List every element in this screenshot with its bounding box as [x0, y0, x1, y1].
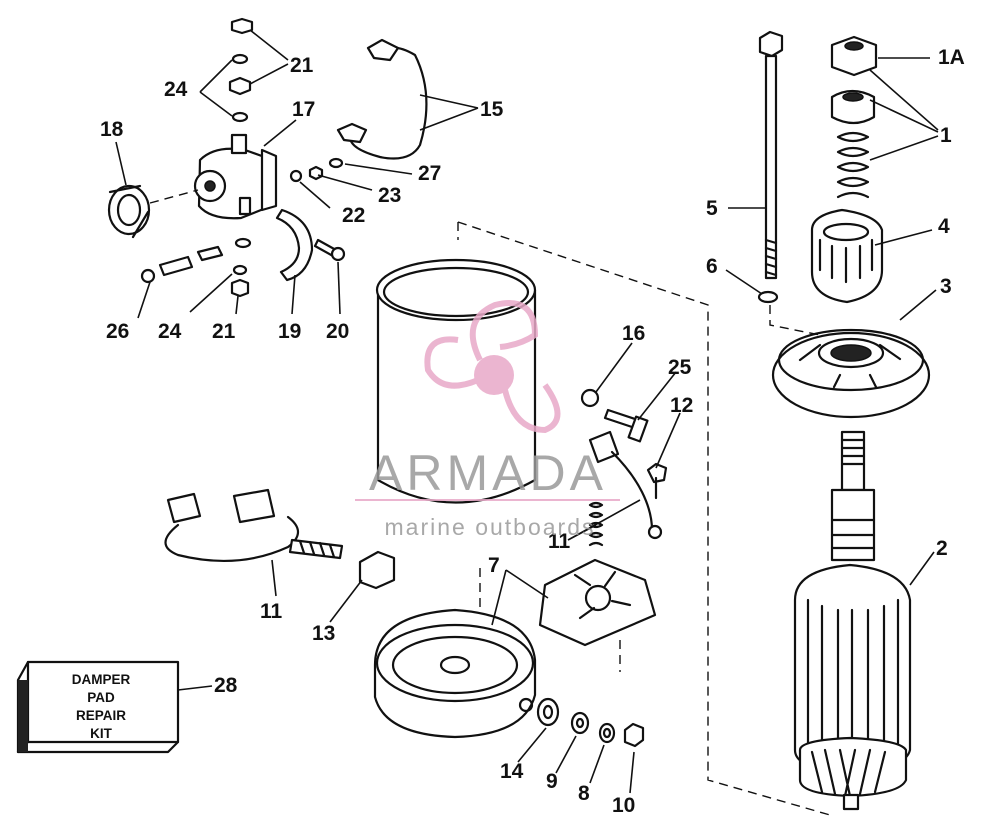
callout-9: 9: [546, 770, 558, 793]
washer-22: [289, 169, 303, 183]
callout-12: 12: [670, 394, 693, 417]
end-cap-hardware: [536, 697, 645, 748]
callout-24-top: 24: [164, 78, 188, 101]
cable-15: [348, 46, 428, 160]
callout-22: 22: [342, 204, 365, 227]
brush-lead-wire: [164, 515, 300, 562]
watermark-brand: ARMADA: [369, 445, 607, 501]
washer-24-upper: [231, 111, 249, 123]
washer-8: [598, 722, 616, 744]
ring-terminal-26: [140, 268, 156, 284]
callout-1: 1: [940, 124, 952, 147]
damper-pad-repair-kit-box: DAMPER PAD REPAIR KIT: [16, 660, 180, 754]
callout-27: 27: [418, 162, 441, 185]
callout-1A: 1A: [938, 46, 965, 69]
brush-left: [166, 492, 202, 524]
washer-6: [757, 290, 779, 304]
brush-11: [588, 430, 620, 464]
watermark-tagline: marine outboards: [385, 514, 596, 540]
commutator-end-cap: [373, 608, 537, 739]
nut-1A: [830, 35, 878, 77]
callout-21-bottom: 21: [212, 320, 236, 343]
solenoid-assembly: [107, 17, 428, 298]
callout-5: 5: [706, 197, 718, 220]
nut-21-upper: [228, 76, 252, 96]
washer-14: [536, 697, 560, 727]
thru-bolt-5: [764, 54, 778, 280]
nut-23: [308, 165, 324, 181]
bushing-18: [107, 184, 151, 236]
drive-assembly: [757, 30, 931, 811]
callout-18: 18: [100, 118, 124, 141]
callout-labels: 1A 1 2 3 4 5 6 7 8 9 10 11 11 12 13 14 1…: [100, 46, 965, 817]
callout-16: 16: [622, 322, 645, 345]
washer-24-lower: [232, 264, 248, 276]
terminal-stud-11: [288, 538, 344, 560]
callout-17: 17: [292, 98, 315, 121]
brush-holder-7: [538, 558, 657, 647]
stud-lower: [196, 245, 224, 262]
kit-label-line-4: KIT: [90, 726, 113, 741]
spring-1: [836, 131, 870, 199]
screw-12: [646, 462, 668, 484]
nut-21-lower: [230, 278, 250, 298]
callout-23: 23: [378, 184, 401, 207]
leader-lines: [115, 29, 939, 794]
callout-8: 8: [578, 782, 590, 805]
callout-26: 26: [106, 320, 129, 343]
lockwasher-24-top: [231, 53, 249, 65]
callout-2: 2: [936, 537, 948, 560]
callout-4: 4: [938, 215, 950, 238]
callout-14: 14: [500, 760, 524, 783]
frame-shell: [376, 290, 537, 504]
solenoid-terminal-top: [230, 133, 248, 155]
kit-label-line-1: DAMPER: [72, 672, 131, 687]
thru-bolt-head: [758, 30, 784, 58]
solenoid-bracket: [260, 148, 278, 212]
callout-3: 3: [940, 275, 952, 298]
callout-11-left: 11: [260, 600, 283, 623]
brush-assembly: [164, 388, 668, 590]
solenoid-terminal-bottom: [238, 196, 252, 216]
callout-25: 25: [668, 356, 692, 379]
spacer-lower: [158, 255, 194, 277]
callout-15: 15: [480, 98, 504, 121]
clamp-19: [275, 208, 314, 282]
brush-spring: [588, 501, 604, 547]
callout-21-top: 21: [290, 54, 314, 77]
callout-13: 13: [312, 622, 335, 645]
washer-16: [580, 388, 600, 408]
kit-label-line-2: PAD: [87, 690, 115, 705]
callout-6: 6: [706, 255, 718, 278]
drive-end-plate-3: [771, 331, 931, 419]
propeller-logo-icon: [424, 300, 561, 434]
callout-20: 20: [326, 320, 349, 343]
callout-19: 19: [278, 320, 301, 343]
callout-10: 10: [612, 794, 635, 817]
callout-24-bottom: 24: [158, 320, 182, 343]
spacer-1: [830, 89, 876, 125]
callout-11-right: 11: [548, 530, 571, 553]
armada-watermark: ARMADA marine outboards: [355, 300, 620, 540]
insulator-13: [358, 550, 396, 590]
lockwasher-27: [328, 157, 344, 169]
callout-28: 28: [214, 674, 238, 697]
kit-label-line-3: REPAIR: [76, 708, 126, 723]
nut-10: [623, 722, 645, 748]
washer-9: [570, 711, 590, 735]
callout-7: 7: [488, 554, 500, 577]
brush-right: [232, 488, 276, 524]
nut-21-top: [230, 17, 254, 35]
